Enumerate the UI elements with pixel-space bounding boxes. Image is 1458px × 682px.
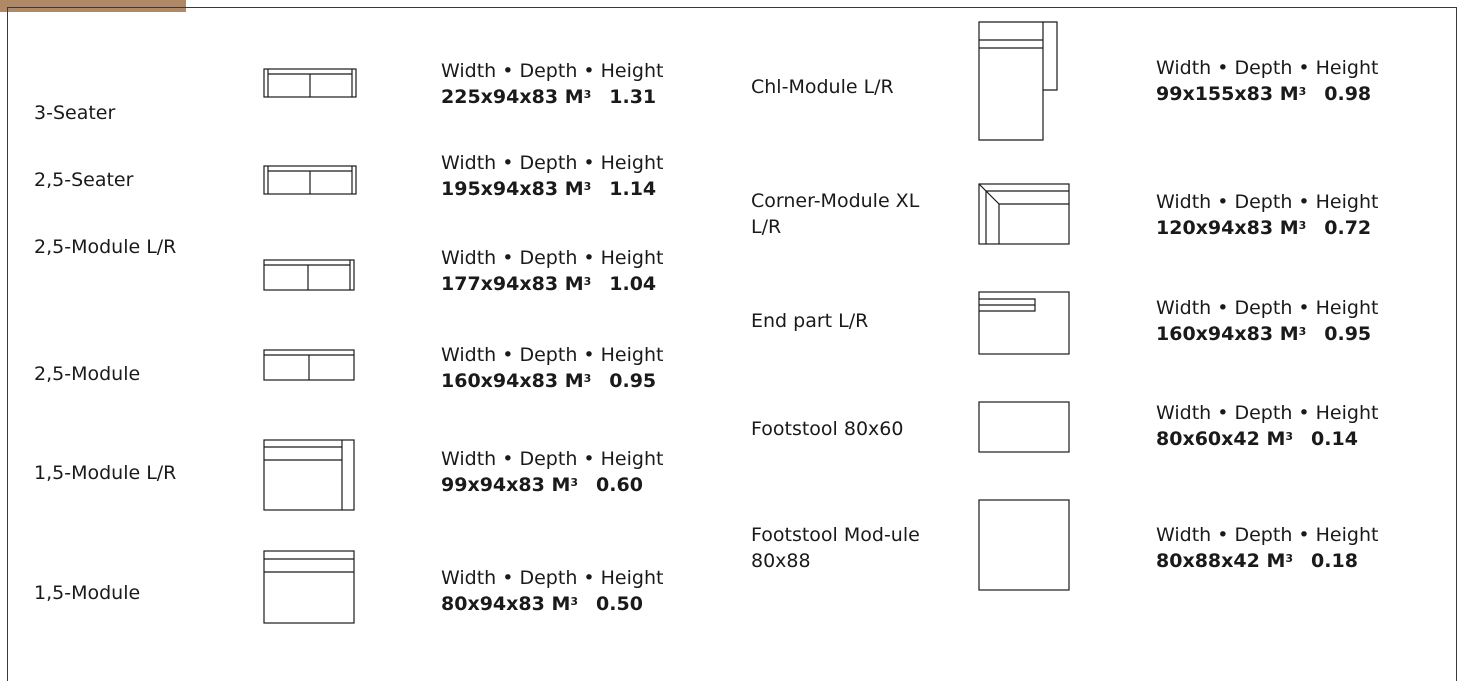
module-name: Footstool 80x60 bbox=[751, 418, 904, 440]
spec-volume: 0.14 bbox=[1311, 428, 1358, 450]
footstool-80x60-icon bbox=[978, 401, 1070, 453]
sofa-1-5-module-lr-icon bbox=[263, 439, 355, 511]
sofa-1-5-module-icon bbox=[263, 550, 355, 624]
footstool-module-icon bbox=[978, 499, 1070, 591]
spec-volume: 0.60 bbox=[596, 474, 643, 496]
spec-label: Width • Depth • Height bbox=[1156, 57, 1379, 79]
module-name: 1,5-Module L/R bbox=[34, 462, 177, 484]
end-part-icon bbox=[978, 291, 1070, 355]
module-name: End part L/R bbox=[751, 310, 869, 332]
module-name: 3-Seater bbox=[34, 102, 116, 124]
module-name: 2,5-Seater bbox=[34, 169, 134, 191]
spec-label: Width • Depth • Height bbox=[1156, 191, 1379, 213]
spec-volume: 0.18 bbox=[1311, 550, 1358, 572]
spec-label: Width • Depth • Height bbox=[441, 247, 664, 269]
spec-label: Width • Depth • Height bbox=[1156, 297, 1379, 319]
spec-volume: 1.04 bbox=[609, 273, 657, 295]
spec-volume: 0.50 bbox=[596, 593, 643, 615]
spec-label: Width • Depth • Height bbox=[441, 344, 664, 366]
spec-label: Width • Depth • Height bbox=[441, 60, 664, 82]
spec-label: Width • Depth • Height bbox=[441, 152, 664, 174]
module-name: Chl-Module L/R bbox=[751, 76, 894, 98]
corner-module-icon bbox=[978, 183, 1070, 245]
section-tab-accent bbox=[0, 0, 186, 12]
spec-volume: 0.95 bbox=[1324, 323, 1372, 345]
module-name: Corner-Module XL L/R bbox=[751, 190, 920, 238]
sofa-2-5-module-icon bbox=[263, 349, 355, 381]
spec-label: Width • Depth • Height bbox=[441, 448, 664, 470]
spec-label: Width • Depth • Height bbox=[1156, 402, 1379, 424]
sofa-2-5-module-lr-icon bbox=[263, 259, 355, 291]
module-name: Footstool Mod-ule 80x88 bbox=[751, 524, 920, 572]
sofa-2-5-seater-icon bbox=[263, 165, 357, 195]
chaise-module-icon bbox=[978, 21, 1058, 141]
sofa-3-seater-icon bbox=[263, 68, 357, 98]
spec-volume: 0.72 bbox=[1324, 217, 1372, 239]
spec-volume: 0.95 bbox=[609, 370, 657, 392]
spec-label: Width • Depth • Height bbox=[441, 567, 664, 589]
module-name: 1,5-Module bbox=[34, 582, 141, 604]
spec-volume: 1.14 bbox=[609, 178, 657, 200]
module-name: 2,5-Module bbox=[34, 363, 141, 385]
spec-label: Width • Depth • Height bbox=[1156, 524, 1379, 546]
spec-volume: 1.31 bbox=[609, 86, 657, 108]
spec-volume: 0.98 bbox=[1324, 83, 1372, 105]
spec-sheet-frame bbox=[7, 7, 1457, 681]
module-name: 2,5-Module L/R bbox=[34, 236, 177, 258]
